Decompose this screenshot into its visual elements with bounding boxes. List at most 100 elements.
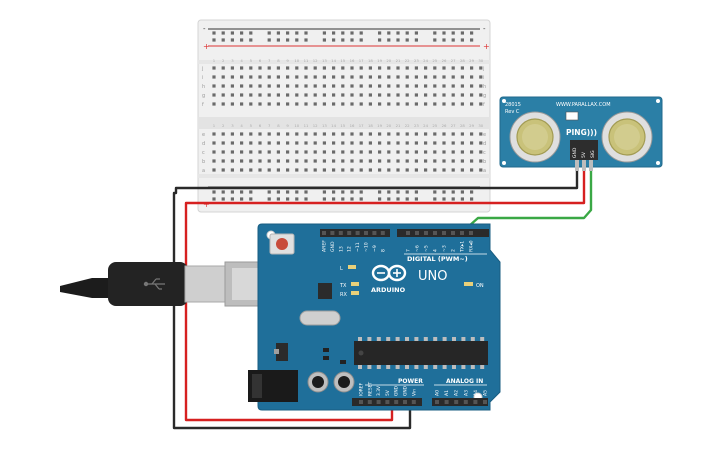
- rail-hole[interactable]: [341, 31, 345, 35]
- breadboard-hole[interactable]: [424, 141, 428, 145]
- breadboard-hole[interactable]: [332, 66, 336, 70]
- rail-hole[interactable]: [295, 197, 299, 201]
- rail-hole[interactable]: [350, 197, 354, 201]
- breadboard-hole[interactable]: [470, 93, 474, 97]
- power-pin-socket[interactable]: [359, 400, 363, 404]
- breadboard-hole[interactable]: [240, 75, 244, 79]
- breadboard-hole[interactable]: [258, 159, 262, 163]
- breadboard-hole[interactable]: [433, 141, 437, 145]
- rail-hole[interactable]: [332, 197, 336, 201]
- breadboard-hole[interactable]: [295, 93, 299, 97]
- breadboard-hole[interactable]: [212, 102, 216, 106]
- rail-hole[interactable]: [286, 38, 290, 42]
- breadboard-hole[interactable]: [295, 84, 299, 88]
- breadboard-hole[interactable]: [240, 150, 244, 154]
- breadboard-hole[interactable]: [479, 150, 483, 154]
- rail-hole[interactable]: [341, 38, 345, 42]
- digital-pin-socket[interactable]: [355, 231, 360, 235]
- breadboard-hole[interactable]: [378, 93, 382, 97]
- breadboard-hole[interactable]: [221, 93, 225, 97]
- breadboard-hole[interactable]: [304, 159, 308, 163]
- breadboard-hole[interactable]: [322, 66, 326, 70]
- breadboard-hole[interactable]: [295, 168, 299, 172]
- rail-hole[interactable]: [286, 190, 290, 194]
- breadboard-hole[interactable]: [414, 66, 418, 70]
- breadboard-hole[interactable]: [295, 132, 299, 136]
- breadboard-hole[interactable]: [433, 168, 437, 172]
- digital-pin-socket[interactable]: [406, 231, 410, 235]
- breadboard-hole[interactable]: [396, 159, 400, 163]
- breadboard-hole[interactable]: [442, 132, 446, 136]
- breadboard-hole[interactable]: [230, 75, 234, 79]
- breadboard-hole[interactable]: [322, 141, 326, 145]
- breadboard-hole[interactable]: [470, 132, 474, 136]
- breadboard-hole[interactable]: [313, 75, 317, 79]
- breadboard-hole[interactable]: [332, 93, 336, 97]
- breadboard-hole[interactable]: [258, 93, 262, 97]
- breadboard-hole[interactable]: [322, 159, 326, 163]
- breadboard-hole[interactable]: [470, 141, 474, 145]
- breadboard-hole[interactable]: [212, 66, 216, 70]
- breadboard-hole[interactable]: [341, 75, 345, 79]
- breadboard-hole[interactable]: [230, 159, 234, 163]
- sensor-pin-sig[interactable]: [589, 160, 593, 171]
- breadboard-hole[interactable]: [460, 75, 464, 79]
- breadboard-hole[interactable]: [396, 141, 400, 145]
- breadboard-hole[interactable]: [387, 75, 391, 79]
- rail-hole[interactable]: [451, 38, 455, 42]
- rail-hole[interactable]: [414, 31, 418, 35]
- breadboard-hole[interactable]: [276, 66, 280, 70]
- digital-pin-socket[interactable]: [424, 231, 428, 235]
- breadboard-hole[interactable]: [267, 84, 271, 88]
- breadboard-hole[interactable]: [396, 75, 400, 79]
- breadboard-hole[interactable]: [359, 141, 363, 145]
- breadboard-hole[interactable]: [433, 159, 437, 163]
- rail-hole[interactable]: [221, 31, 225, 35]
- rail-hole[interactable]: [387, 197, 391, 201]
- rail-hole[interactable]: [387, 190, 391, 194]
- breadboard-hole[interactable]: [295, 102, 299, 106]
- rail-hole[interactable]: [359, 190, 363, 194]
- rail-hole[interactable]: [267, 197, 271, 201]
- breadboard-hole[interactable]: [387, 66, 391, 70]
- breadboard-hole[interactable]: [295, 159, 299, 163]
- breadboard-hole[interactable]: [350, 102, 354, 106]
- breadboard-hole[interactable]: [313, 159, 317, 163]
- breadboard-hole[interactable]: [442, 159, 446, 163]
- breadboard-hole[interactable]: [286, 141, 290, 145]
- breadboard-hole[interactable]: [313, 102, 317, 106]
- rail-hole[interactable]: [470, 31, 474, 35]
- rail-hole[interactable]: [470, 197, 474, 201]
- breadboard-hole[interactable]: [295, 75, 299, 79]
- rail-hole[interactable]: [332, 38, 336, 42]
- breadboard-hole[interactable]: [405, 75, 409, 79]
- breadboard-hole[interactable]: [230, 141, 234, 145]
- breadboard-hole[interactable]: [350, 93, 354, 97]
- breadboard-hole[interactable]: [221, 168, 225, 172]
- breadboard-hole[interactable]: [414, 102, 418, 106]
- breadboard-hole[interactable]: [433, 93, 437, 97]
- breadboard-hole[interactable]: [249, 159, 253, 163]
- breadboard-hole[interactable]: [313, 150, 317, 154]
- analog-pin-socket[interactable]: [483, 400, 487, 404]
- breadboard-hole[interactable]: [451, 93, 455, 97]
- rail-hole[interactable]: [414, 38, 418, 42]
- breadboard-hole[interactable]: [221, 102, 225, 106]
- rail-hole[interactable]: [460, 190, 464, 194]
- breadboard-hole[interactable]: [451, 159, 455, 163]
- breadboard-hole[interactable]: [460, 84, 464, 88]
- breadboard-hole[interactable]: [433, 66, 437, 70]
- rail-hole[interactable]: [433, 38, 437, 42]
- analog-pin-socket[interactable]: [444, 400, 449, 404]
- breadboard-hole[interactable]: [221, 141, 225, 145]
- breadboard-hole[interactable]: [359, 102, 363, 106]
- breadboard-hole[interactable]: [258, 102, 262, 106]
- breadboard-hole[interactable]: [276, 150, 280, 154]
- breadboard-hole[interactable]: [479, 159, 483, 163]
- breadboard-hole[interactable]: [286, 132, 290, 136]
- breadboard-hole[interactable]: [442, 75, 446, 79]
- breadboard-hole[interactable]: [387, 159, 391, 163]
- rail-hole[interactable]: [221, 197, 225, 201]
- digital-pin-socket[interactable]: [338, 231, 343, 235]
- breadboard-hole[interactable]: [276, 75, 280, 79]
